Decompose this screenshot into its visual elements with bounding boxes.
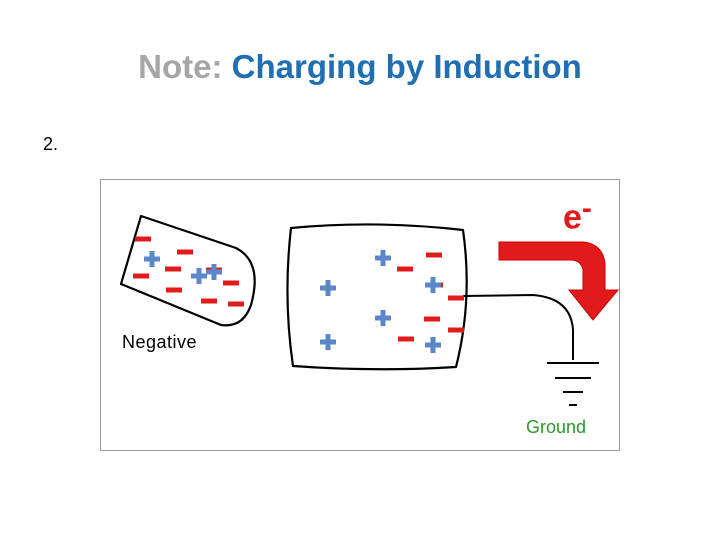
title-prefix: Note: (138, 48, 223, 85)
positive-charge (375, 250, 391, 266)
positive-charge (320, 334, 336, 350)
electron-symbol: e (563, 198, 582, 237)
negative-charge (448, 327, 464, 333)
positive-charge (320, 280, 336, 296)
positive-charge (425, 277, 441, 293)
negative-charge (166, 287, 182, 293)
positive-charge (206, 264, 222, 280)
step-number: 2. (43, 134, 59, 154)
negative-charge (397, 266, 413, 272)
negative-charge (223, 280, 239, 286)
slide-title: Note: Charging by Induction (0, 48, 720, 86)
negative-charge (165, 266, 181, 272)
positive-charge (191, 268, 207, 284)
negative-charge (201, 298, 217, 304)
neutral-conductor (286, 223, 468, 371)
ground-label: Ground (526, 417, 587, 437)
charged-rod (119, 214, 256, 327)
negative-charge (426, 252, 442, 258)
ground-wire (462, 293, 574, 360)
negative-charge (135, 236, 151, 242)
induction-diagram: Negative e- Ground (100, 179, 620, 451)
negative-charge (133, 273, 149, 279)
electron-flow-arrow (498, 241, 620, 321)
negative-charge (398, 336, 414, 342)
positive-charge (375, 310, 391, 326)
electron-sign: - (581, 192, 592, 225)
positive-charge (425, 337, 441, 353)
electron-label: e- (563, 194, 592, 235)
negative-charge (228, 301, 244, 307)
rod-label-negative: Negative (122, 332, 198, 352)
charges-layer (133, 236, 464, 353)
diagram-canvas (119, 214, 620, 406)
negative-charge (448, 295, 464, 301)
negative-charge (177, 249, 193, 255)
positive-charge (144, 251, 160, 267)
title-main: Charging by Induction (231, 48, 582, 85)
ground-symbol (547, 362, 599, 406)
negative-charge (424, 316, 440, 322)
